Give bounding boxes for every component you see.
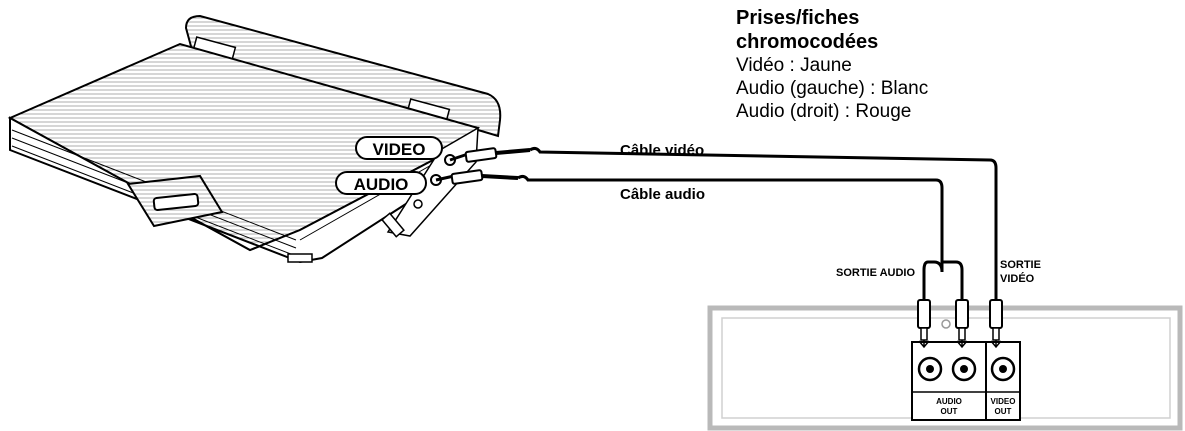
front-port	[287, 253, 313, 263]
video-cable	[529, 146, 998, 302]
side-slot	[381, 212, 405, 238]
audio-out-callout: SORTIE AUDIO	[836, 267, 915, 279]
legend-row-sep: :	[839, 101, 856, 122]
legend-title-line1: Prises/fiches	[736, 7, 860, 29]
arrow-audio-left	[918, 340, 930, 349]
video-plug-receiver	[989, 299, 1003, 341]
video-out-label-line1: VIDEO	[991, 397, 1016, 406]
legend-row-name: Audio (gauche)	[736, 78, 865, 99]
arrow-video	[990, 340, 1002, 349]
legend-row-video: Vidéo : Jaune	[736, 54, 928, 77]
receiver-unit	[707, 305, 1183, 431]
audio-jack-label: AUDIO	[354, 175, 409, 194]
audio-plug-player-end	[435, 169, 519, 185]
legend-row-name: Audio (droit)	[736, 101, 840, 122]
audio-out-left-socket	[917, 356, 943, 382]
video-out-callout-line2: VIDÉO	[1000, 272, 1035, 285]
video-plug-player-end	[449, 147, 531, 163]
audio-cable	[517, 174, 944, 266]
legend-row-sep: :	[864, 78, 881, 99]
receiver-screw	[941, 319, 951, 329]
audio-right-plug-receiver	[955, 299, 969, 341]
audio-jack-label-box	[335, 171, 427, 195]
color-code-legend: Prises/fiches chromocodées Vidéo : Jaune…	[736, 6, 928, 123]
audio-out-label-line1: AUDIO	[936, 397, 962, 406]
video-cable-label: Câble vidéo	[620, 142, 704, 159]
arrow-audio-right	[956, 340, 968, 349]
video-out-callout-line1: SORTIE	[1000, 259, 1041, 271]
video-out-socket	[990, 356, 1016, 382]
portable-dvd-player	[7, 14, 502, 264]
audio-cable-label: Câble audio	[620, 186, 705, 203]
legend-title-line2: chromocodées	[736, 31, 879, 53]
audio-out-right-socket	[951, 356, 977, 382]
latch-button	[152, 193, 200, 211]
legend-row-value: Jaune	[800, 55, 852, 76]
legend-row-name: Vidéo	[736, 55, 785, 76]
legend-row-value: Blanc	[880, 78, 929, 99]
audio-cable-split	[922, 260, 964, 300]
audio-out-label-line2: OUT	[941, 407, 958, 416]
legend-row-value: Rouge	[855, 101, 912, 122]
legend-row-audio-left: Audio (gauche) : Blanc	[736, 77, 928, 100]
side-jack-3	[413, 199, 423, 209]
legend-row-sep: :	[784, 55, 801, 76]
audio-left-plug-receiver	[917, 299, 931, 341]
video-jack-label-box	[355, 136, 443, 160]
receiver-body	[707, 305, 1183, 431]
video-jack-label: VIDEO	[373, 140, 426, 159]
video-out-label-line2: OUT	[995, 407, 1012, 416]
legend-row-audio-right: Audio (droit) : Rouge	[736, 100, 928, 123]
